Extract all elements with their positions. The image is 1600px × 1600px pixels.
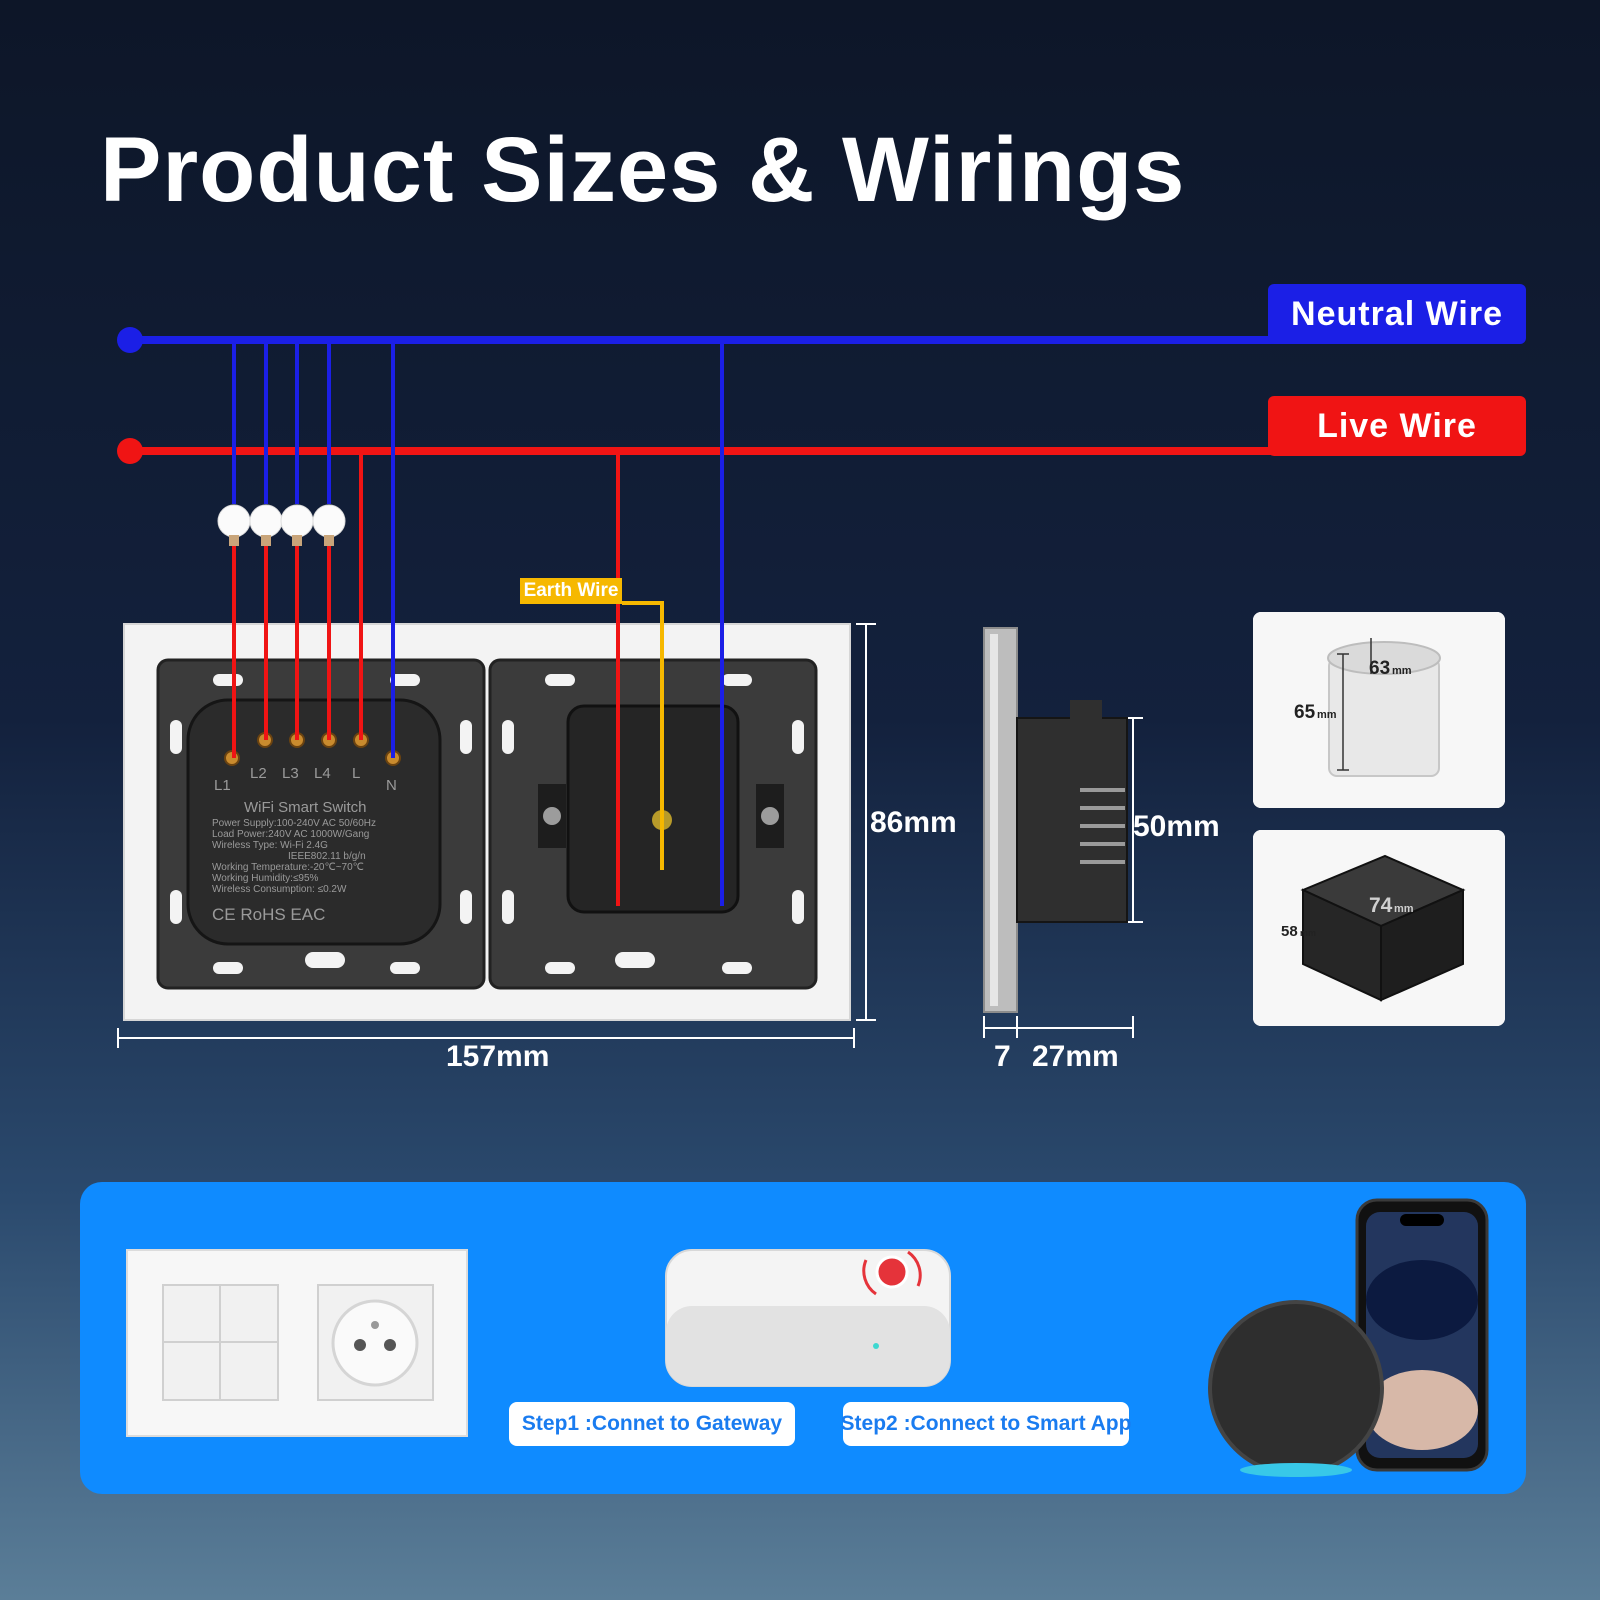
square-box-depth-unit: mm <box>1300 928 1316 938</box>
module-spec: Load Power:240V AC 1000W/Gang <box>212 829 369 840</box>
body-depth-dimension: 50mm <box>1133 810 1220 843</box>
square-box-photo: 74 mm 58 mm <box>1253 830 1505 1026</box>
switch-front-icon <box>126 1249 468 1437</box>
terminal-label-l4: L4 <box>314 765 331 782</box>
gateway-device-icon <box>665 1249 951 1387</box>
module-spec: Power Supply:100-240V AC 50/60Hz <box>212 818 376 829</box>
side-view-drawing <box>983 627 1128 1013</box>
phone-icon <box>1355 1198 1489 1472</box>
round-box-depth-unit: mm <box>1317 709 1337 721</box>
depth-dimension: 27mm <box>1032 1040 1119 1073</box>
module-spec: Working Humidity:≤95% <box>212 873 319 884</box>
earth-wire-label: Earth Wire <box>520 578 622 604</box>
module-spec: Working Temperature:-20℃~70℃ <box>212 862 364 873</box>
smart-speaker-icon <box>1208 1300 1384 1477</box>
module-spec: Wireless Consumption: ≤0.2W <box>212 884 347 895</box>
square-box-width: 74 <box>1369 894 1393 917</box>
module-marks: CE RoHS EAC <box>212 905 325 924</box>
round-box-diameter-unit: mm <box>1392 665 1412 677</box>
page-title: Product Sizes & Wirings <box>100 119 1186 221</box>
plate-thickness-dimension: 7 <box>994 1040 1011 1073</box>
dimension-lines <box>117 623 1143 1048</box>
terminal-label-l: L <box>352 765 360 782</box>
step1-label: Step1 :Connet to Gateway <box>509 1402 795 1446</box>
bulb-icon <box>312 504 346 546</box>
screw-right <box>761 807 779 825</box>
terminal-label-l3: L3 <box>282 765 299 782</box>
module-name: WiFi Smart Switch <box>244 799 367 816</box>
terminal-label-l2: L2 <box>250 765 267 782</box>
neutral-wire-label: Neutral Wire <box>1268 284 1526 344</box>
screw-left <box>543 807 561 825</box>
height-dimension: 86mm <box>870 806 957 839</box>
smart-switch-module <box>186 698 442 946</box>
square-box-width-unit: mm <box>1394 903 1414 915</box>
lamp-bulbs <box>217 504 346 546</box>
module-spec: Wireless Type: Wi-Fi 2.4G <box>212 840 328 851</box>
live-wire-label: Live Wire <box>1268 396 1526 456</box>
zigbee-icon <box>875 1255 909 1289</box>
round-box-depth: 65 <box>1294 702 1316 723</box>
neutral-bus-end <box>117 327 143 353</box>
round-box-photo: 63 mm 65 mm <box>1253 612 1505 808</box>
step2-label: Step2 :Connect to Smart App <box>841 1402 1131 1446</box>
bulb-icon <box>280 504 314 546</box>
switch-socket-plate <box>123 623 851 1021</box>
square-box-depth: 58 <box>1281 923 1298 940</box>
module-spec: IEEE802.11 b/g/n <box>288 851 366 862</box>
width-dimension: 157mm <box>446 1040 550 1073</box>
live-bus-end <box>117 438 143 464</box>
terminal-label-l1: L1 <box>214 777 231 794</box>
socket-body <box>566 704 740 914</box>
terminal-label-n: N <box>386 777 397 794</box>
round-box-diameter: 63 <box>1369 658 1390 679</box>
